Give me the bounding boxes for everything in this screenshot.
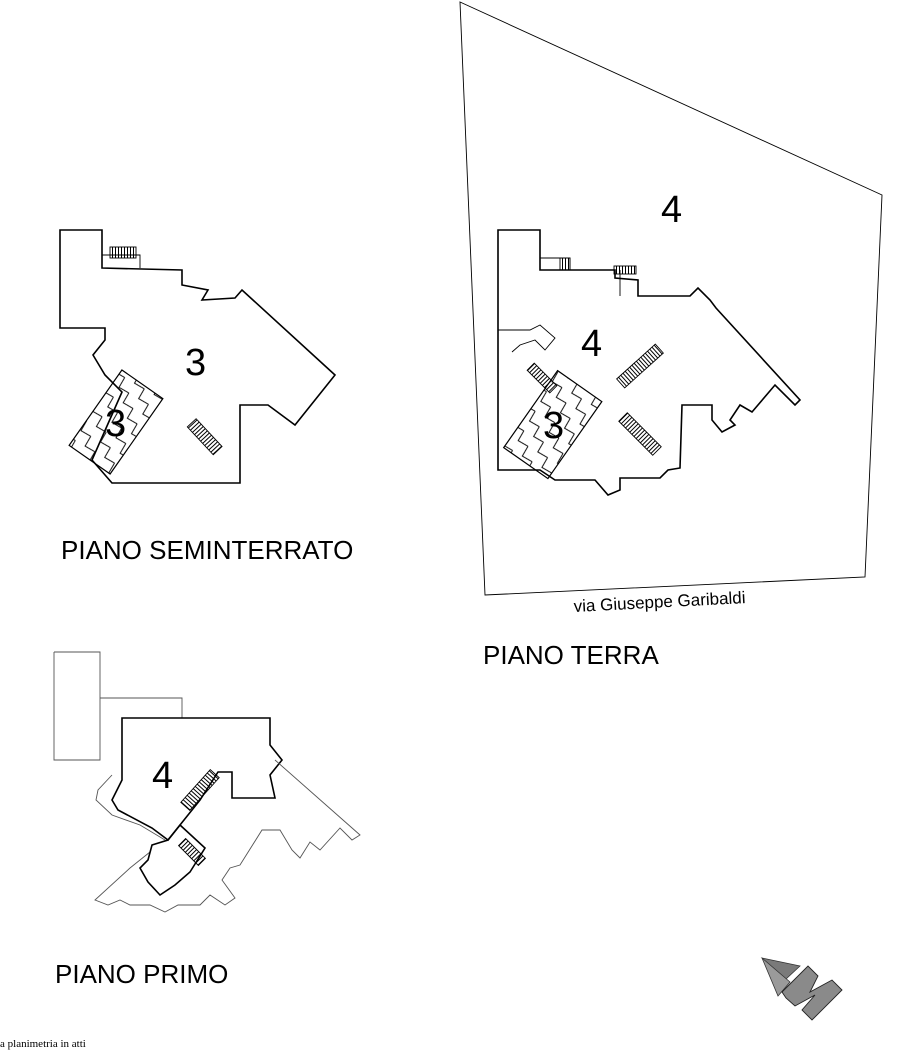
plan-seminterrato: 3 3 PIANO SEMINTERRATO [59, 229, 353, 565]
primo-balcony [94, 759, 361, 913]
terra-hatched-unit-number: 3 [543, 405, 564, 447]
terra-lot-boundary [459, 1, 883, 596]
plan-primo: 4 PIANO PRIMO [53, 651, 361, 989]
terra-outline [497, 229, 802, 496]
north-arrow-icon [760, 957, 843, 1021]
seminterrato-stair-top [109, 246, 137, 259]
terra-small-stair [559, 257, 571, 271]
primo-adjacent-block [53, 651, 183, 761]
terra-unit-number: 4 [581, 323, 602, 365]
seminterrato-unit-number: 3 [185, 342, 206, 384]
primo-stair-block [139, 823, 207, 897]
seminterrato-hatched-unit-number: 3 [105, 403, 126, 445]
primo-title: PIANO PRIMO [55, 959, 228, 989]
primo-unit-number: 4 [152, 755, 173, 797]
terra-stair-top [613, 265, 637, 275]
terra-entrance [540, 257, 621, 296]
primo-stair [180, 769, 220, 811]
terra-stair-lower [618, 412, 662, 456]
primo-outline [111, 717, 284, 842]
terra-title: PIANO TERRA [483, 640, 659, 670]
seminterrato-outline [59, 229, 337, 484]
terra-lot-unit-number: 4 [661, 189, 682, 231]
primo-stair-lower [177, 837, 207, 867]
seminterrato-hatched-area [68, 369, 164, 475]
plan-terra: 4 4 3 via Giuseppe Garibaldi PIANO TERRA [459, 1, 883, 670]
seminterrato-stair [186, 418, 223, 456]
terra-courtyard [497, 270, 556, 353]
footer-note: a planimetria in atti [0, 1038, 86, 1050]
seminterrato-title: PIANO SEMINTERRATO [61, 535, 353, 565]
terra-stair-main [616, 343, 664, 389]
terra-hatched-area [502, 369, 603, 480]
street-name: via Giuseppe Garibaldi [573, 588, 746, 616]
